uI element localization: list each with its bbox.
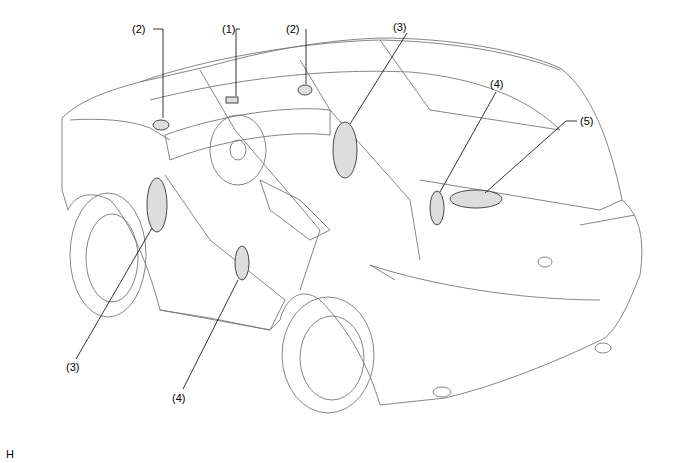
console — [260, 180, 330, 240]
emblem — [538, 257, 552, 267]
callout-number: (2) — [286, 24, 299, 35]
leader-line — [153, 29, 163, 118]
leader-line — [485, 121, 577, 193]
rear-door-speaker — [430, 191, 444, 225]
leader-line — [76, 228, 152, 359]
rear-door-speaker — [235, 246, 249, 280]
tail-lamp — [370, 265, 395, 280]
front-rim — [86, 214, 138, 302]
hood-line — [70, 119, 170, 140]
callout-number: (2) — [132, 24, 145, 35]
leader-line — [306, 29, 307, 84]
leader-line — [183, 280, 238, 389]
leader-line — [350, 33, 407, 124]
steering-wheel — [210, 115, 266, 185]
exhaust — [595, 343, 611, 353]
woofer — [450, 190, 502, 208]
rear-rim — [300, 316, 364, 400]
rear-window — [380, 40, 560, 130]
exhaust — [433, 387, 451, 397]
callout-number: (3) — [393, 22, 406, 33]
trunk-line — [420, 180, 622, 210]
tail-lamp — [580, 215, 635, 225]
leader-line — [440, 92, 496, 192]
steering-hub — [230, 140, 246, 160]
center-speaker — [226, 97, 238, 103]
callout-number: (4) — [490, 79, 503, 90]
rear-wheel — [282, 297, 374, 413]
callout-number: (4) — [172, 393, 185, 404]
leader-line — [236, 29, 240, 96]
front-wheel — [70, 193, 146, 317]
sheet-code: H — [6, 449, 14, 460]
tweeter — [298, 85, 312, 95]
front-door — [160, 175, 285, 330]
callout-number: (3) — [66, 362, 79, 373]
car-body — [62, 38, 642, 405]
front-door-speaker — [333, 122, 357, 178]
front-door-speaker — [147, 178, 167, 232]
b-pillar — [300, 60, 420, 260]
callout-number: (5) — [580, 116, 593, 127]
dashboard — [165, 109, 330, 160]
tweeter — [153, 120, 169, 130]
callout-number: (1) — [222, 24, 235, 35]
tail-line — [370, 265, 600, 300]
